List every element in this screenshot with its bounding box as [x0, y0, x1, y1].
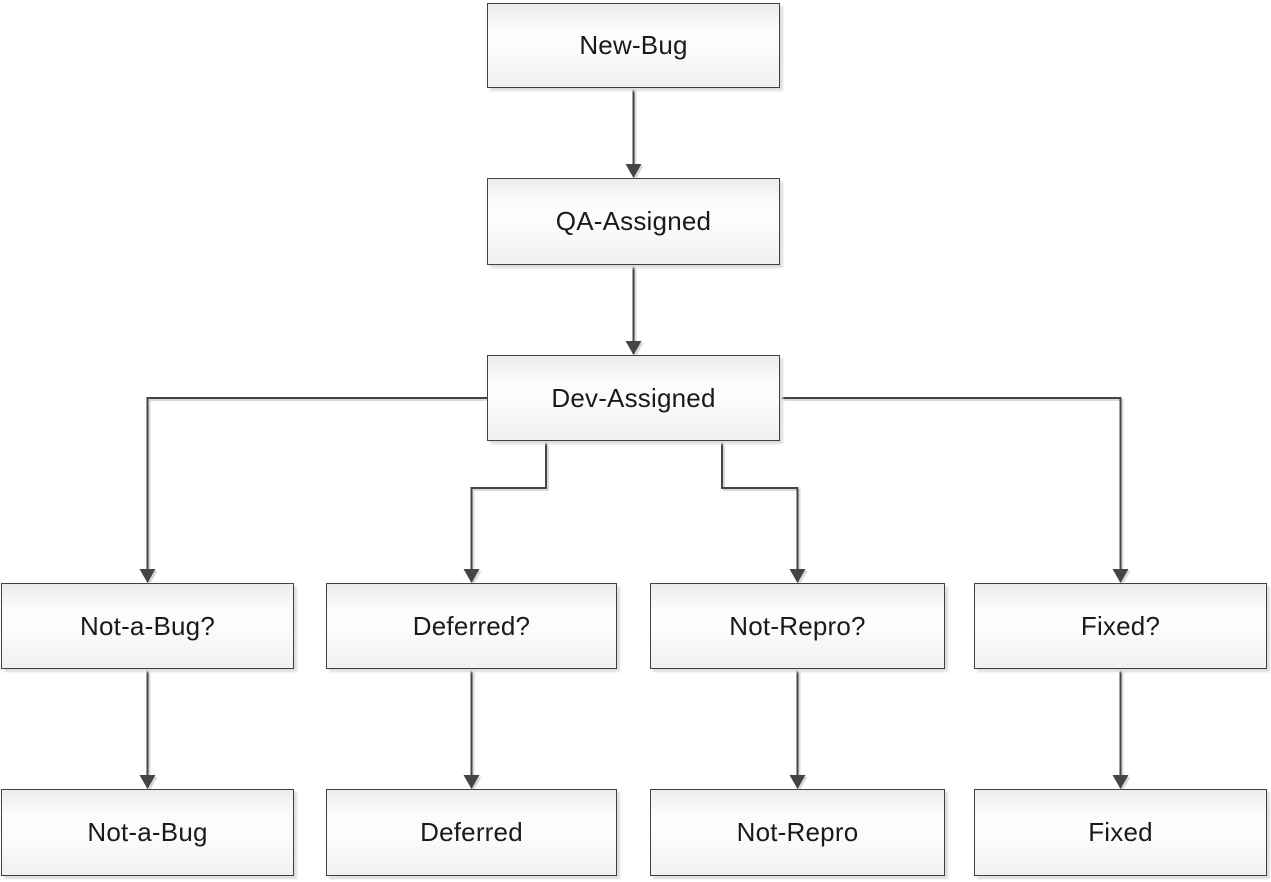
flowchart-node-qa-assigned: QA-Assigned [487, 178, 780, 265]
flowchart-node-fixed-q: Fixed? [974, 583, 1267, 669]
flowchart-node-label: Not-a-Bug [87, 817, 208, 847]
flowchart-node-label: Not-a-Bug? [80, 610, 215, 641]
flowchart-node-label: Fixed? [1080, 610, 1161, 641]
flowchart-node-not-repro-q: Not-Repro? [650, 583, 945, 669]
edge-dev-assigned-to-not-repro-q [721, 442, 806, 583]
flowchart-node-label: Not-Repro [736, 817, 859, 847]
edge-dev-assigned-to-not-a-bug-q [139, 397, 487, 583]
flowchart-node-dev-assigned: Dev-Assigned [487, 355, 780, 441]
edge-dev-assigned-to-deferred-q [463, 442, 547, 583]
flowchart-node-label: Deferred [420, 817, 523, 847]
flowchart-node-deferred: Deferred [326, 789, 617, 876]
edge-dev-assigned-to-fixed-q [780, 397, 1129, 583]
edge-shadow-dev-assigned-to-deferred-q [465, 444, 549, 585]
flowchart-node-deferred-q: Deferred? [326, 583, 617, 669]
edge-shadow-dev-assigned-to-not-repro-q [723, 444, 808, 585]
flowchart-node-label: New-Bug [579, 30, 688, 60]
flowchart-node-not-a-bug-q: Not-a-Bug? [1, 583, 294, 669]
edge-shadow-dev-assigned-to-fixed-q [782, 399, 1131, 585]
flowchart-node-fixed: Fixed [974, 789, 1267, 876]
flowchart-node-label: Fixed [1088, 817, 1153, 847]
flowchart-node-label: Not-Repro? [729, 610, 866, 641]
flowchart-node-label: QA-Assigned [555, 206, 712, 236]
flowchart-node-not-a-bug: Not-a-Bug [1, 789, 294, 876]
flowchart-node-label: Deferred? [412, 610, 531, 641]
edge-shadow-dev-assigned-to-not-a-bug-q [141, 399, 489, 585]
flowchart-node-label: Dev-Assigned [551, 382, 716, 413]
flowchart-node-not-repro: Not-Repro [650, 789, 945, 876]
flowchart-node-new-bug: New-Bug [487, 3, 780, 88]
